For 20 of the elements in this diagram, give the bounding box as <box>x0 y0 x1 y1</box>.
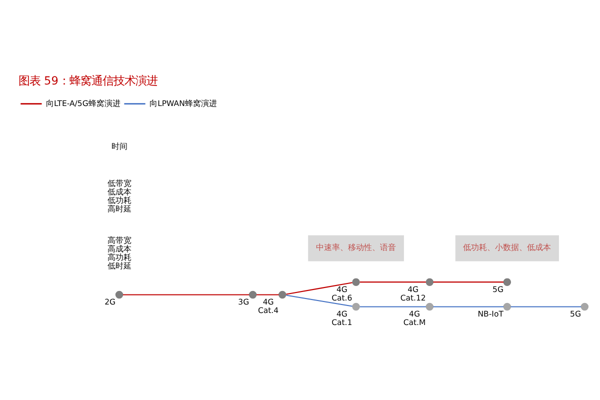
node-circle <box>278 290 286 299</box>
connector <box>286 282 352 295</box>
node-circle <box>503 302 512 311</box>
connector <box>433 306 504 308</box>
diagram-title: 图表 59：蜂窝通信技术演进 <box>18 74 158 88</box>
connector <box>286 294 352 307</box>
connector <box>360 282 426 283</box>
node-circle <box>248 290 257 299</box>
connector <box>122 294 250 296</box>
node-circle <box>352 278 360 286</box>
node-circle <box>352 302 360 311</box>
connector <box>256 294 279 296</box>
node-circle <box>115 290 124 299</box>
node-circle <box>426 278 434 286</box>
node-circle <box>426 302 434 311</box>
node-circle <box>580 302 589 311</box>
node-circle <box>503 278 512 286</box>
connector <box>360 306 426 308</box>
connector <box>433 282 504 283</box>
connector <box>510 306 582 308</box>
